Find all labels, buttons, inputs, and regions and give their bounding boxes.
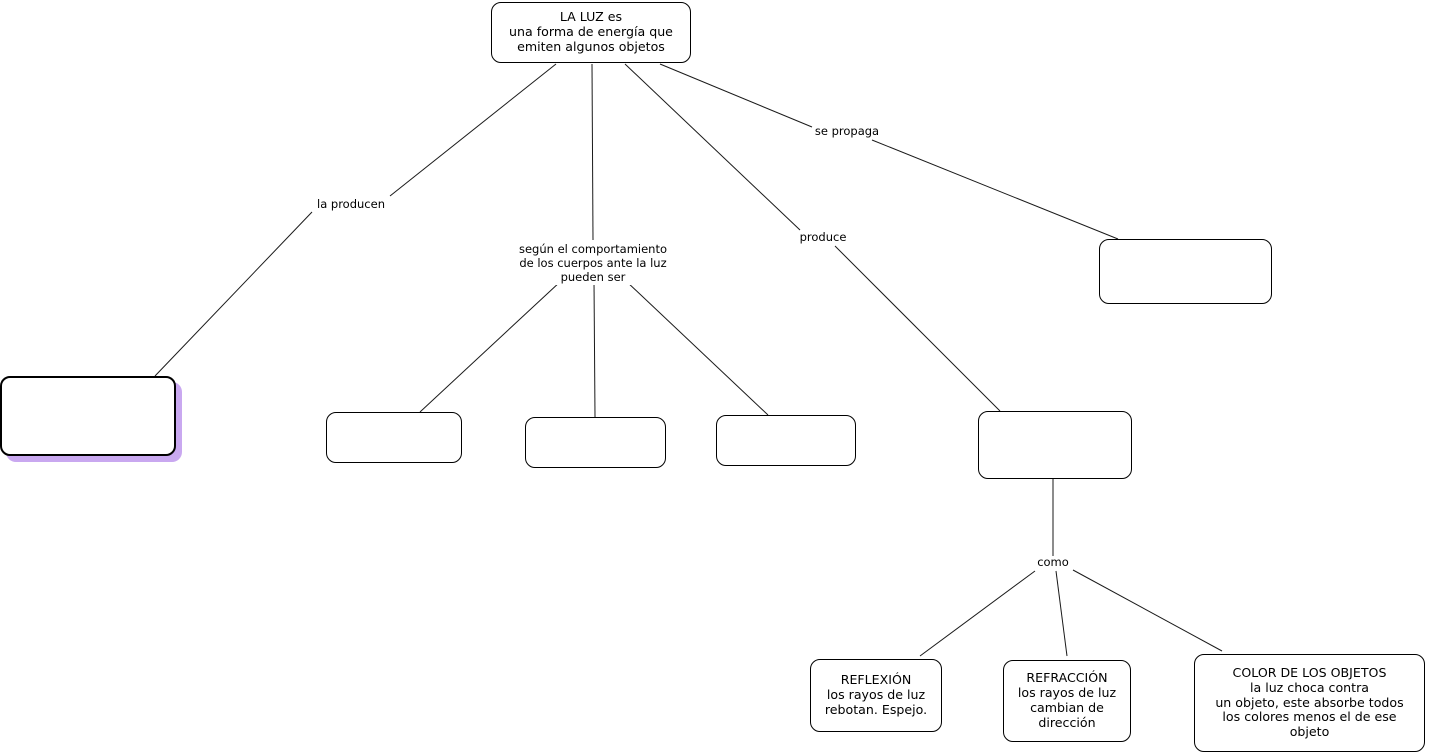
node-empty-la-producen[interactable]: [0, 376, 176, 456]
node-empty-comportamiento-3[interactable]: [716, 415, 856, 466]
edge-root-to-la-producen-label[interactable]: [389, 63, 557, 197]
edge-root-to-se-propaga-label[interactable]: [659, 63, 813, 128]
link-label-como[interactable]: como: [1035, 555, 1071, 570]
node-refraccion[interactable]: REFRACCIÓN los rayos de luz cambian de d…: [1003, 660, 1131, 742]
node-la-luz[interactable]: LA LUZ es una forma de energía que emite…: [491, 2, 691, 63]
edge-produce-to-node[interactable]: [834, 245, 1001, 412]
edge-root-to-comportamiento-label[interactable]: [591, 63, 594, 241]
link-label-la-producen[interactable]: la producen: [315, 197, 387, 212]
link-label-produce[interactable]: produce: [797, 230, 849, 245]
node-empty-se-propaga[interactable]: [1099, 239, 1272, 304]
edge-como-to-refraccion[interactable]: [1055, 570, 1068, 657]
edge-root-to-produce-label[interactable]: [624, 63, 801, 231]
link-label-segun-el-comportamiento[interactable]: según el comportamiento de los cuerpos a…: [516, 242, 669, 285]
node-reflexion[interactable]: REFLEXIÓN los rayos de luz rebotan. Espe…: [810, 659, 942, 732]
edge-la-producen-label-to-node[interactable]: [154, 211, 313, 377]
edge-comportamiento-to-box1[interactable]: [419, 280, 562, 413]
link-label-se-propaga[interactable]: se propaga: [812, 124, 882, 139]
node-empty-comportamiento-1[interactable]: [326, 412, 462, 463]
edge-como-to-reflexion[interactable]: [919, 570, 1036, 657]
edge-comportamiento-to-box2[interactable]: [593, 280, 596, 418]
node-empty-produce[interactable]: [978, 411, 1132, 479]
node-empty-comportamiento-2[interactable]: [525, 417, 666, 468]
edge-como-to-color[interactable]: [1072, 569, 1223, 652]
edge-se-propaga-to-node[interactable]: [871, 139, 1119, 240]
node-color-de-los-objetos[interactable]: COLOR DE LOS OBJETOS la luz choca contra…: [1194, 654, 1425, 752]
edge-comportamiento-to-box3[interactable]: [625, 280, 769, 416]
